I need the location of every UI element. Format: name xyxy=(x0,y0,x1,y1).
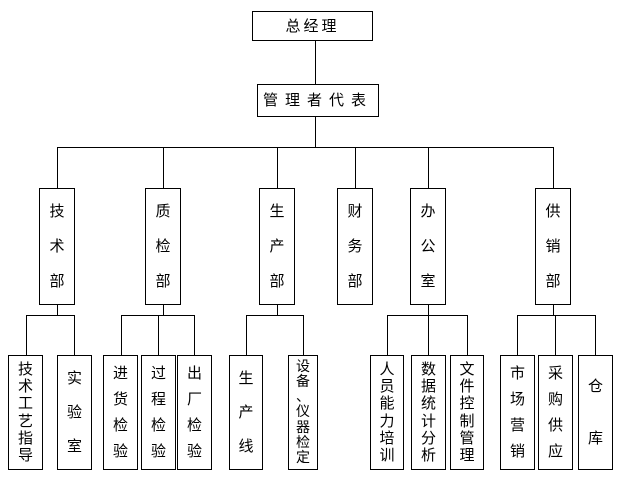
connector-drop-production-line xyxy=(246,315,247,355)
connector-supply-down xyxy=(553,305,554,315)
node-dept-office: 办公室 xyxy=(410,188,446,305)
node-unit-purchasing-supply: 采购供应 xyxy=(538,355,573,470)
connector-production-child-bus xyxy=(246,315,304,316)
node-dept-production: 生产部 xyxy=(259,188,295,305)
node-unit-personnel-training: 人员能力培训 xyxy=(370,355,404,470)
connector-tech-child-bus xyxy=(26,315,75,316)
node-management-representative: 管理者代表 xyxy=(257,84,379,117)
connector-drop-dept-supply-sales xyxy=(553,147,554,188)
connector-drop-process-inspection xyxy=(158,315,159,355)
connector-drop-laboratory xyxy=(74,315,75,355)
connector-drop-incoming-inspection xyxy=(121,315,122,355)
connector-drop-data-statistics xyxy=(428,315,429,355)
connector-supply-child-bus xyxy=(517,315,596,316)
node-unit-laboratory: 实验室 xyxy=(57,355,92,470)
connector-drop-purchasing-supply xyxy=(555,315,556,355)
node-unit-process-inspection: 过程检验 xyxy=(141,355,176,470)
node-unit-document-control: 文件控制管理 xyxy=(450,355,484,470)
connector-rep-to-bus xyxy=(315,117,316,147)
connector-office-child-bus xyxy=(387,315,468,316)
connector-production-down xyxy=(277,305,278,315)
node-unit-equipment-calibration: 设备、仪器检定 xyxy=(288,355,318,470)
node-general-manager: 总经理 xyxy=(252,11,373,41)
connector-drop-warehouse xyxy=(595,315,596,355)
node-unit-outgoing-inspection: 出厂检验 xyxy=(177,355,212,470)
connector-drop-dept-technology xyxy=(57,147,58,188)
connector-department-bus xyxy=(57,147,554,148)
connector-drop-dept-finance xyxy=(355,147,356,188)
connector-office-down xyxy=(428,305,429,315)
connector-drop-dept-quality xyxy=(163,147,164,188)
connector-drop-personnel-training xyxy=(387,315,388,355)
connector-drop-craft-guidance xyxy=(26,315,27,355)
node-unit-marketing: 市场营销 xyxy=(500,355,535,470)
node-dept-supply-sales: 供销部 xyxy=(535,188,571,305)
connector-drop-document-control xyxy=(467,315,468,355)
connector-tech-down xyxy=(57,305,58,315)
node-dept-finance: 财务部 xyxy=(337,188,373,305)
node-dept-quality-inspection: 质检部 xyxy=(145,188,181,305)
connector-drop-dept-production xyxy=(277,147,278,188)
connector-drop-equipment-calibration xyxy=(303,315,304,355)
node-unit-incoming-inspection: 进货检验 xyxy=(103,355,138,470)
node-dept-technology: 技术部 xyxy=(39,188,75,305)
node-unit-craft-guidance: 技术工艺指导 xyxy=(8,355,43,470)
node-unit-production-line: 生产线 xyxy=(229,355,263,470)
connector-quality-down xyxy=(163,305,164,315)
connector-root-to-rep xyxy=(315,41,316,84)
node-unit-data-statistics: 数据统计分析 xyxy=(411,355,446,470)
connector-drop-marketing xyxy=(517,315,518,355)
connector-drop-outgoing-inspection xyxy=(194,315,195,355)
connector-drop-dept-office xyxy=(428,147,429,188)
node-unit-warehouse: 仓库 xyxy=(578,355,613,470)
